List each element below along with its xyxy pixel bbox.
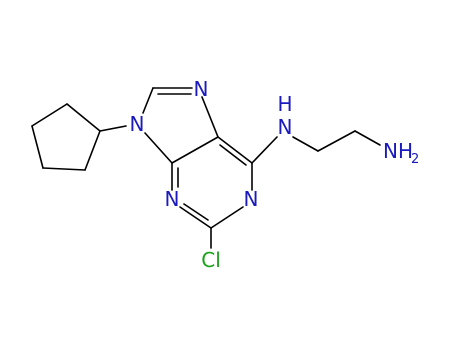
atom-cl-label: Cl	[201, 248, 221, 272]
atom-n9-label: N	[130, 112, 145, 136]
atom-n3-label: N	[165, 187, 180, 211]
bond-n9-c4	[144, 132, 173, 164]
bond-c2-n3	[179, 206, 212, 229]
bond-nh-ch2	[292, 136, 319, 152]
atom-nh-label: N	[278, 115, 293, 139]
atom-nh2-label: NH	[383, 139, 413, 163]
atom-nh2-subscript: 2	[411, 152, 419, 167]
atom-n1-label: N	[244, 187, 259, 211]
bond-ch2-ch2	[317, 130, 356, 152]
bond-c2-n3-double	[183, 203, 209, 221]
atom-n7-label: N	[194, 77, 209, 101]
bond-cp5-cp1	[42, 167, 86, 171]
bond-n7-c5	[201, 96, 219, 138]
bond-cp1-cp2	[84, 130, 101, 171]
bond-c4-c5	[171, 136, 219, 164]
bond-cp3-cp4	[31, 103, 68, 127]
atom-nh-h-label: H	[277, 92, 292, 116]
bond-cp4-cp5	[31, 125, 44, 169]
imidazole-ring	[142, 87, 219, 164]
pyrimidine-ring	[171, 136, 253, 229]
bond-c5-c6	[217, 136, 253, 164]
bond-cp2-cp3	[66, 103, 101, 132]
bond-n1-c2	[210, 206, 244, 229]
bond-cp-n9	[99, 125, 127, 132]
cyclopentyl-ring	[31, 103, 101, 171]
bond-c6-nh	[251, 136, 278, 164]
bond-ch2-nh2	[354, 130, 381, 146]
bond-n9-c8	[142, 87, 154, 114]
bond-c5-c6-double	[219, 144, 247, 166]
